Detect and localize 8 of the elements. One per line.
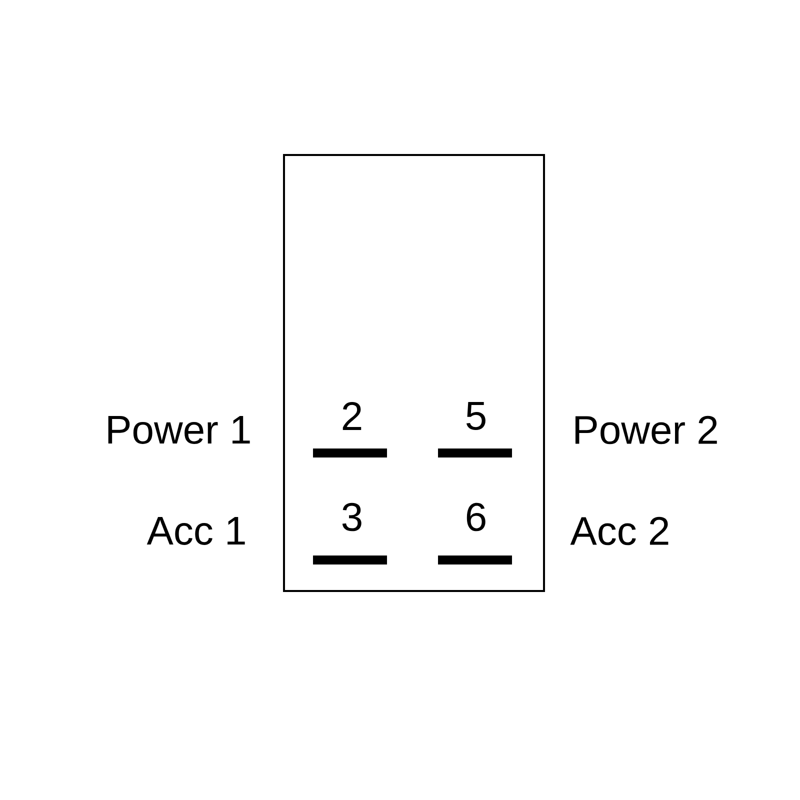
pin-label: Acc 1 (146, 517, 245, 545)
terminal-number: 3 (342, 502, 362, 532)
pin-label: Acc 2 (570, 516, 668, 546)
terminal-number: 6 (466, 502, 486, 532)
terminal-number: 2 (342, 402, 362, 430)
pin-label: Power 1 (108, 416, 250, 444)
pin-label: Power 2 (575, 416, 717, 444)
terminal-number: 5 (466, 402, 486, 430)
